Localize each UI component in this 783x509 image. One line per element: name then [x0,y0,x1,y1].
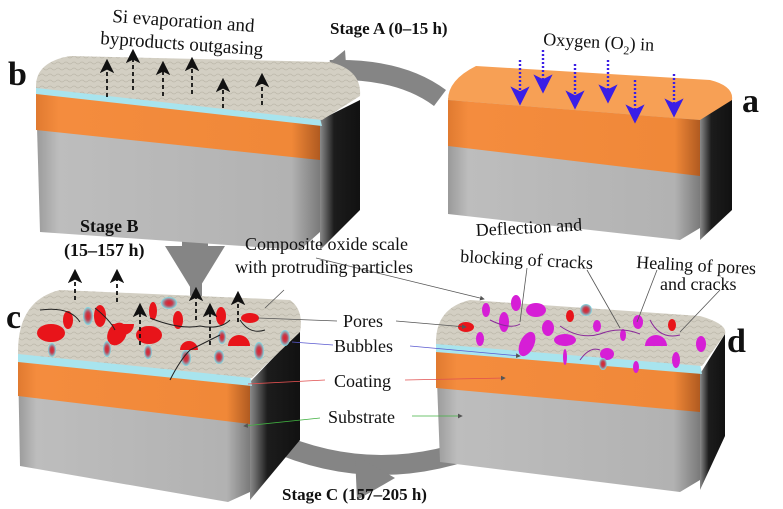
bubbles [48,297,290,366]
healed-particles [476,295,706,373]
pores-label: Pores [343,311,383,331]
outgassing-arrows [99,48,270,108]
panel-b-letter: b [8,56,27,93]
composite-oxide-label-line2: with protruding particles [235,257,413,277]
oxygen-in-label: Oxygen (O2) in [543,29,655,59]
panel-d-letter: d [727,323,746,360]
stage-a-label: Stage A (0–15 h) [330,19,448,38]
stage-c-label: Stage C (157–205 h) [282,485,427,504]
panel-d-block [436,295,726,492]
panel-c-block [18,268,301,502]
coating-label: Coating [334,371,391,391]
panel-c-letter: c [6,299,21,336]
composite-oxide-label-line1: Composite oxide scale [245,234,408,254]
stage-b-label-line2: (15–157 h) [64,240,145,261]
deflection-label-line2: blocking of cracks [460,246,594,273]
cracks [39,307,266,381]
stage-b-label-line1: Stage B [80,216,139,236]
panel-a-block [448,50,733,240]
outgassing-arrows-c [67,268,246,345]
panel-a-letter: a [742,83,759,120]
leader-lines [243,257,721,428]
substrate-label: Substrate [328,407,395,427]
oxygen-arrows [510,50,684,124]
deflection-label-line1: Deflection and [475,214,582,240]
healing-label-line2: and cracks [660,274,736,294]
bubbles-label: Bubbles [334,336,393,356]
panel-b-block [36,48,361,250]
